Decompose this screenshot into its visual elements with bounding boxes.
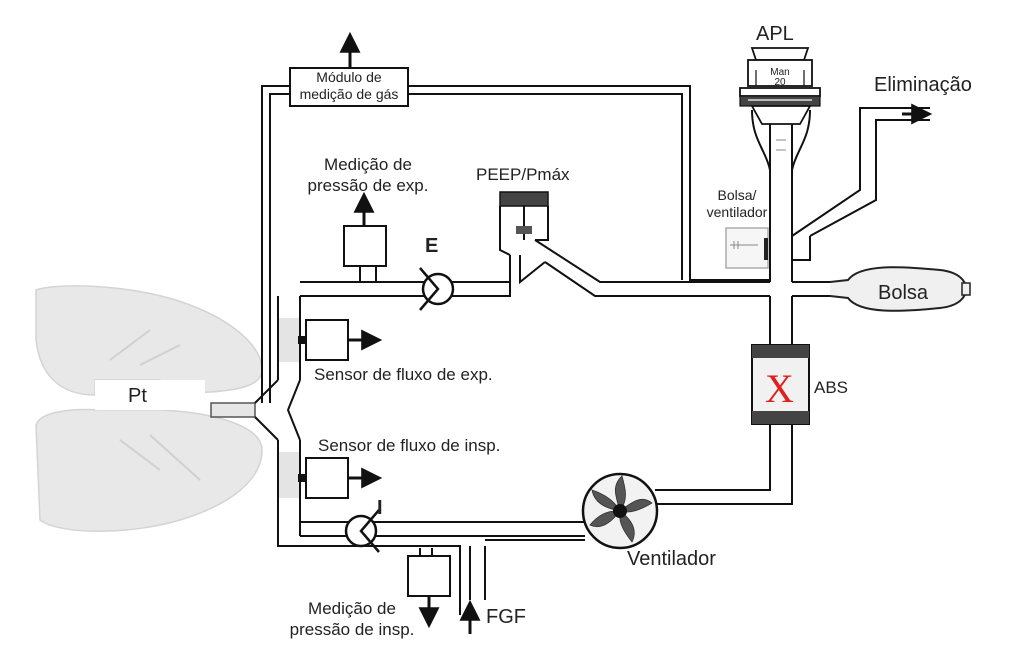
lungs-icon (35, 285, 263, 532)
bag-ventilator-label: Bolsa/ ventilador (702, 187, 772, 221)
insp-pressure-label: Medição de pressão de insp. (264, 598, 440, 640)
exp-pressure-label-line2: pressão de exp. (307, 176, 429, 195)
patient-connector (210, 402, 256, 418)
bag-ventilator-label-line1: Bolsa/ (717, 187, 757, 203)
ventilator-label: Ventilador (627, 548, 716, 570)
bag-label: Bolsa (878, 282, 929, 304)
exp-pressure-label: Medição de pressão de exp. (288, 154, 448, 196)
exp-pressure-label-line1: Medição de (324, 155, 412, 174)
check-valve-icon (344, 509, 380, 553)
insp-flow-sensor-box (305, 457, 349, 499)
fan-icon (581, 472, 659, 550)
patient-label: Pt (128, 385, 147, 407)
gas-module-label: Módulo de medição de gás (290, 69, 408, 103)
sensor-band-insp (278, 452, 300, 498)
valve-e-label: E (425, 235, 439, 257)
apl-valve (739, 47, 821, 170)
apl-value-label: 20 (774, 77, 786, 88)
apl-man-label: Man (770, 67, 790, 78)
apl-label: APL (756, 23, 794, 45)
peep-valve (499, 191, 549, 256)
abs-canister (751, 344, 810, 425)
exp-flow-sensor-label: Sensor de fluxo de exp. (314, 365, 493, 384)
insp-pressure-box (407, 555, 451, 597)
valve-i-label: I (377, 497, 383, 519)
abs-mark: X (765, 366, 794, 411)
peep-label: PEEP/Pmáx (476, 165, 570, 184)
gas-module-label-line2: medição de gás (299, 86, 399, 102)
elimination-label: Eliminação (874, 74, 972, 96)
bag-icon (829, 266, 971, 312)
insp-pressure-label-line1: Medição de (308, 599, 396, 618)
pt-box (95, 380, 205, 410)
sensor-band-exp (278, 318, 300, 362)
check-valve-icon (419, 267, 455, 311)
exp-pressure-box (343, 225, 387, 267)
bag-ventilator-switch (725, 227, 769, 269)
fgf-label: FGF (486, 606, 526, 628)
insp-pressure-label-line2: pressão de insp. (289, 620, 415, 639)
abs-label: ABS (814, 378, 849, 397)
gas-module-label-line1: Módulo de (316, 69, 382, 85)
exp-flow-sensor-box (305, 319, 349, 361)
bag-ventilator-label-line2: ventilador (706, 204, 768, 220)
insp-flow-sensor-label: Sensor de fluxo de insp. (318, 436, 501, 455)
